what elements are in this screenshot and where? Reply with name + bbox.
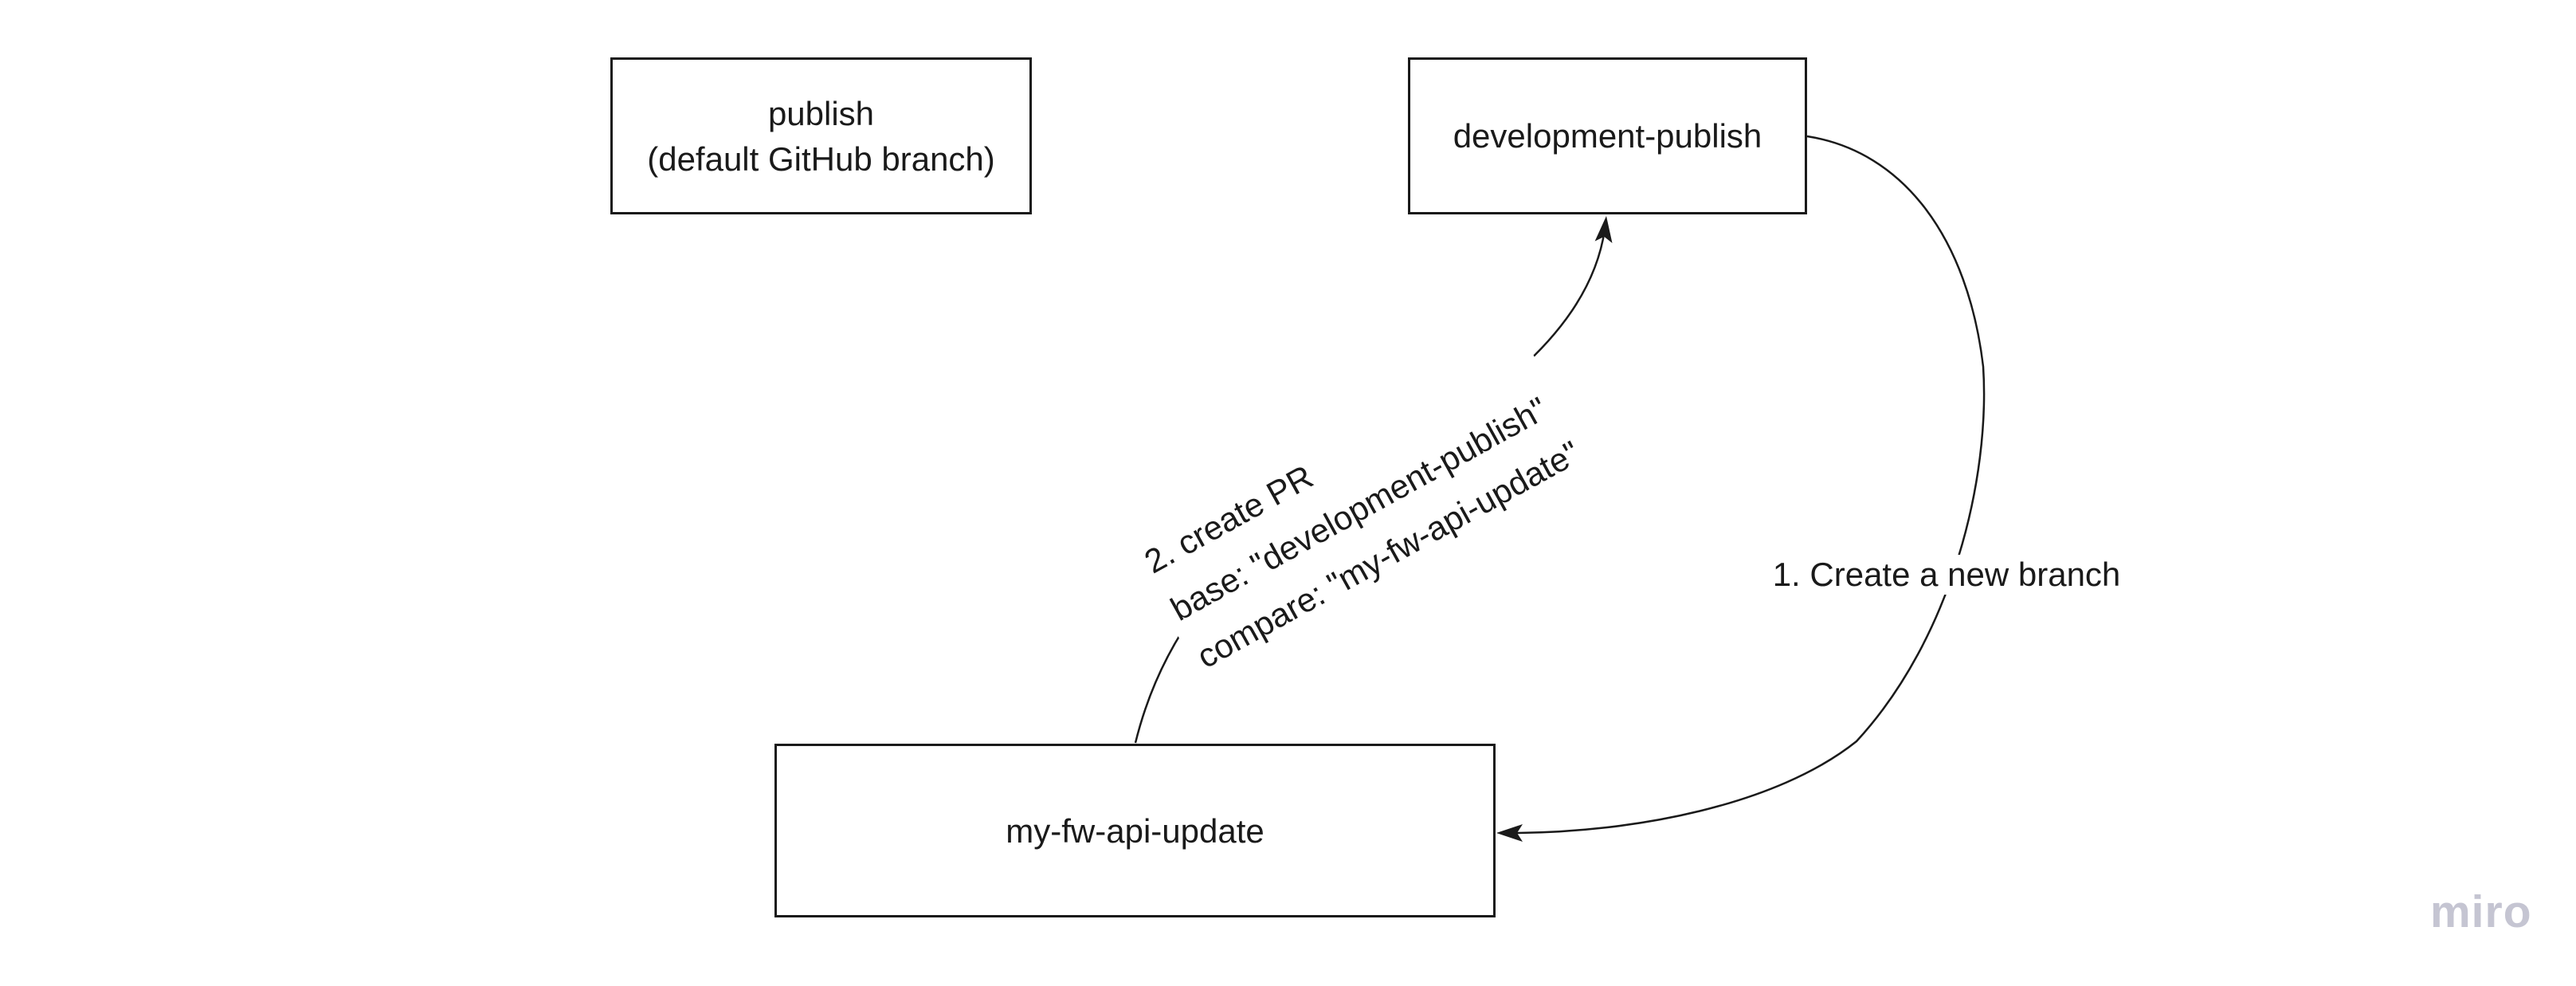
node-my-fw-api-update[interactable]: my-fw-api-update bbox=[774, 744, 1496, 917]
node-development-publish[interactable]: development-publish bbox=[1408, 57, 1807, 214]
connector-create-branch[interactable] bbox=[1510, 135, 1986, 835]
node-publish-line2: (default GitHub branch) bbox=[647, 139, 995, 178]
edge-label-create-branch[interactable]: 1. Create a new branch bbox=[1764, 555, 2129, 595]
node-publish[interactable]: publish (default GitHub branch) bbox=[610, 57, 1032, 214]
node-publish-line1: publish bbox=[767, 94, 875, 132]
arrowhead-left-icon bbox=[1496, 824, 1523, 842]
node-publish-label: publish (default GitHub branch) bbox=[647, 91, 995, 182]
node-my-fw-api-update-label: my-fw-api-update bbox=[1006, 811, 1264, 850]
miro-logo: miro bbox=[2430, 886, 2532, 937]
node-development-publish-label: development-publish bbox=[1453, 117, 1762, 155]
arrowhead-up-icon bbox=[1594, 216, 1613, 243]
